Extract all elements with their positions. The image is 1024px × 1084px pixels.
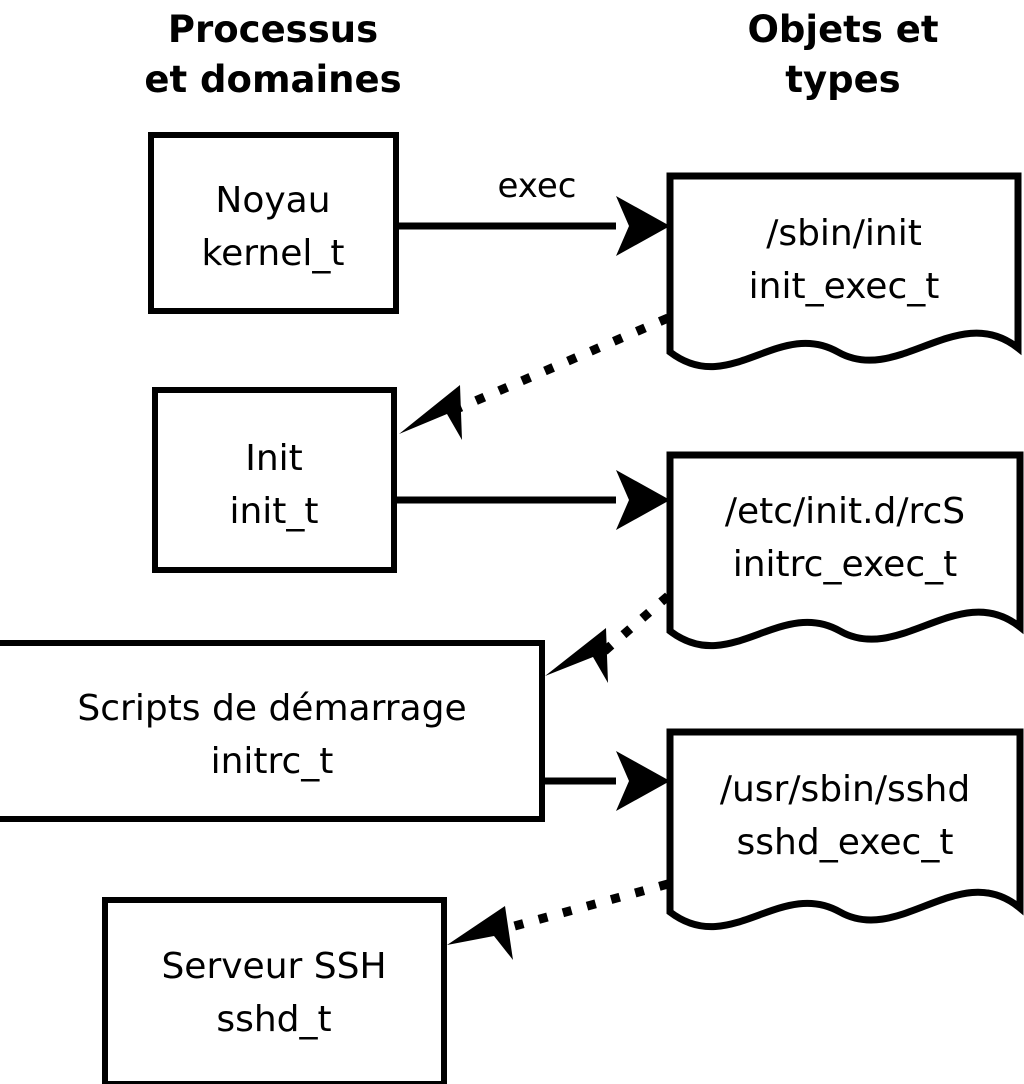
- edge-init-exec-to-init[interactable]: [399, 313, 670, 440]
- node-init[interactable]: Init init_t: [152, 387, 397, 573]
- node-initrc-shape: [0, 640, 545, 822]
- edge-init-to-initrc-exec-arrowhead: [616, 470, 670, 530]
- edge-initrc-to-sshd-exec[interactable]: [545, 751, 670, 811]
- node-init-shape: [152, 387, 397, 573]
- edge-init-exec-to-init-arrowhead: [399, 385, 462, 440]
- node-sshd-exec-shape: [666, 728, 1024, 931]
- node-sshd-line2: sshd_t: [216, 999, 331, 1040]
- node-sshd[interactable]: Serveur SSH sshd_t: [102, 897, 447, 1084]
- node-init-exec-shape: [666, 172, 1022, 371]
- edge-init-exec-to-init-line: [450, 313, 670, 416]
- node-initrc-exec-line2: initrc_exec_t: [733, 544, 958, 585]
- edge-initrc-exec-to-initrc[interactable]: [545, 592, 671, 683]
- node-sshd-line1: Serveur SSH: [161, 946, 386, 987]
- node-initrc-exec-shape: [666, 451, 1024, 650]
- node-kernel-line2: kernel_t: [202, 233, 345, 274]
- node-init-line2: init_t: [229, 491, 318, 532]
- node-init-line1: Init: [245, 438, 303, 479]
- node-initrc-exec[interactable]: /etc/init.d/rcS initrc_exec_t: [666, 451, 1024, 650]
- column-header-left-line1: Processus: [168, 8, 378, 51]
- edge-sshd-exec-to-sshd[interactable]: [447, 879, 670, 960]
- edge-initrc-exec-to-initrc-line: [597, 592, 671, 659]
- edge-label-exec: exec: [497, 166, 576, 206]
- column-header-left: Processus et domaines: [144, 8, 401, 101]
- edge-kernel-to-init-exec-arrowhead: [616, 196, 670, 256]
- edge-initrc-exec-to-initrc-arrowhead: [545, 628, 608, 683]
- edge-kernel-to-init-exec[interactable]: exec: [399, 166, 670, 256]
- edge-initrc-to-sshd-exec-arrowhead: [616, 751, 670, 811]
- column-header-left-line2: et domaines: [144, 58, 401, 101]
- node-sshd-exec[interactable]: /usr/sbin/sshd sshd_exec_t: [666, 728, 1024, 931]
- node-init-exec-line2: init_exec_t: [749, 266, 940, 307]
- column-header-right-line1: Objets et: [747, 8, 938, 51]
- node-initrc-line2: initrc_t: [211, 741, 334, 782]
- node-init-exec[interactable]: /sbin/init init_exec_t: [666, 172, 1022, 371]
- edge-sshd-exec-to-sshd-arrowhead: [447, 906, 513, 960]
- node-initrc-exec-line1: /etc/init.d/rcS: [725, 491, 965, 532]
- column-header-right-line2: types: [785, 58, 900, 101]
- edge-init-to-initrc-exec[interactable]: [397, 470, 670, 530]
- node-initrc-line1: Scripts de démarrage: [77, 688, 466, 729]
- column-header-right: Objets et types: [747, 8, 938, 101]
- node-sshd-exec-line2: sshd_exec_t: [737, 822, 954, 863]
- node-kernel[interactable]: Noyau kernel_t: [148, 132, 399, 314]
- node-init-exec-line1: /sbin/init: [766, 213, 922, 254]
- node-initrc[interactable]: Scripts de démarrage initrc_t: [0, 640, 545, 822]
- node-kernel-line1: Noyau: [215, 180, 330, 221]
- node-sshd-exec-line1: /usr/sbin/sshd: [720, 769, 970, 810]
- node-sshd-shape: [102, 897, 447, 1084]
- edge-sshd-exec-to-sshd-line: [498, 879, 670, 935]
- node-kernel-shape: [148, 132, 399, 314]
